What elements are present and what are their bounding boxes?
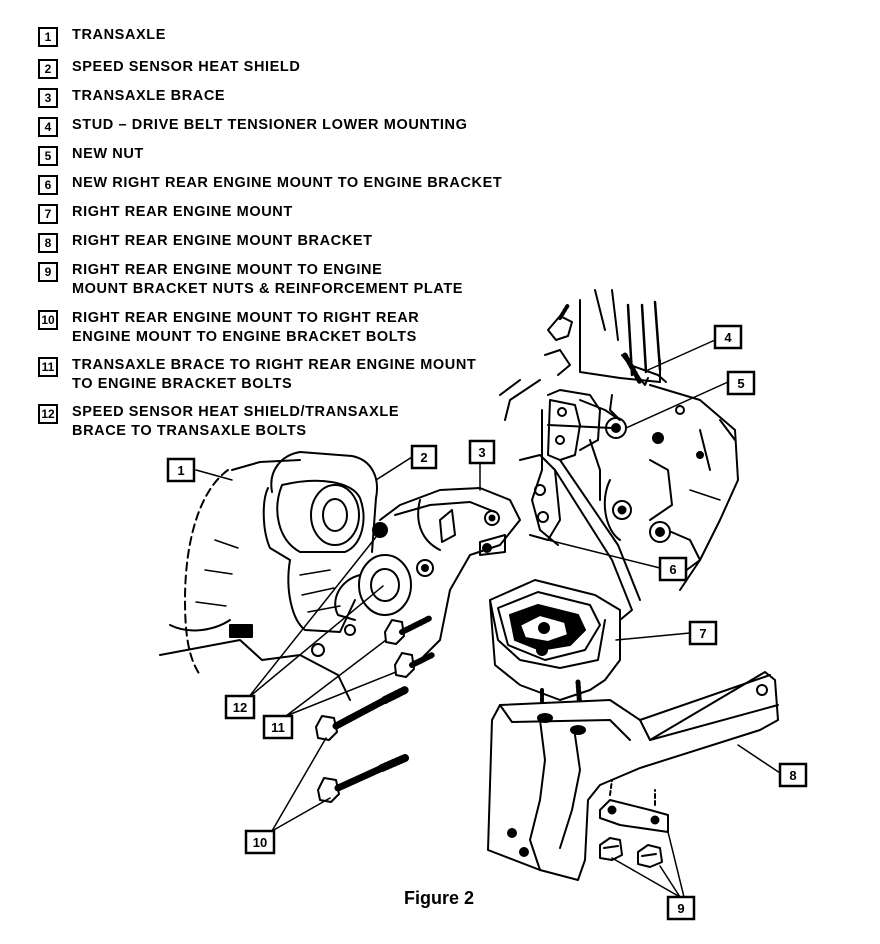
legend-label-9-line-2: MOUNT BRACKET NUTS & REINFORCEMENT PLATE (72, 281, 464, 297)
legend-label-11-line-2: TO ENGINE BRACKET BOLTS (72, 376, 293, 392)
engine-bolt-drawing (547, 303, 573, 341)
legend-label-4: STUD – DRIVE BELT TENSIONER LOWER MOUNTI… (72, 117, 468, 133)
legend-number-3: 3 (38, 88, 58, 108)
sensor-flange-drawing (311, 522, 434, 657)
mount-to-bracket-bolts-drawing (315, 686, 409, 803)
legend-item-3: 3 TRANSAXLE BRACE (38, 87, 225, 108)
leader-10 (271, 737, 331, 832)
legend-number-8: 8 (38, 233, 58, 253)
leader-12 (247, 531, 384, 699)
tensioner-stud-drawing (605, 352, 649, 439)
legend-item-7: 7 RIGHT REAR ENGINE MOUNT (38, 203, 293, 224)
legend-label-12-line-1: SPEED SENSOR HEAT SHIELD/TRANSAXLE (72, 404, 400, 420)
callout-2-label: 2 (420, 450, 427, 465)
legend-item-2: 2 SPEED SENSOR HEAT SHIELD (38, 58, 300, 79)
legend-label-10-line-1: RIGHT REAR ENGINE MOUNT TO RIGHT REAR (72, 310, 420, 326)
callout-7: 7 (688, 620, 718, 646)
legend-item-11: 11 TRANSAXLE BRACE TO RIGHT REAR ENGINE … (38, 356, 476, 394)
callout-2: 2 (410, 444, 438, 470)
legend-item-9: 9 RIGHT REAR ENGINE MOUNT TO ENGINE MOUN… (38, 261, 463, 299)
leader-8 (737, 744, 781, 774)
callout-6-label: 6 (669, 562, 676, 577)
callout-6: 6 (658, 556, 688, 582)
callout-4-label: 4 (724, 330, 732, 345)
figure-caption: Figure 2 (404, 888, 475, 908)
legend-label-10-line-2: ENGINE MOUNT TO ENGINE BRACKET BOLTS (72, 329, 417, 345)
legend-label-9-line-1: RIGHT REAR ENGINE MOUNT TO ENGINE (72, 262, 383, 278)
callout-10: 10 (244, 829, 276, 855)
speed-sensor-heat-shield-drawing (262, 451, 378, 633)
leader-6 (547, 539, 661, 569)
legend-number-12: 12 (38, 404, 58, 424)
legend-label-2: SPEED SENSOR HEAT SHIELD (72, 59, 301, 75)
legend-item-10: 10 RIGHT REAR ENGINE MOUNT TO RIGHT REAR… (38, 309, 419, 347)
legend-number-7: 7 (38, 204, 58, 224)
callout-11: 11 (262, 714, 294, 740)
legend-item-4: 4 STUD – DRIVE BELT TENSIONER LOWER MOUN… (38, 116, 468, 137)
legend-label-3: TRANSAXLE BRACE (72, 88, 226, 104)
legend-label-5: NEW NUT (72, 146, 144, 162)
legend-label-11-line-1: TRANSAXLE BRACE TO RIGHT REAR ENGINE MOU… (72, 357, 477, 373)
transaxle-brace-drawing (379, 487, 521, 661)
legend-label-12-line-2: BRACE TO TRANSAXLE BOLTS (72, 423, 307, 439)
legend-label-1: TRANSAXLE (72, 27, 167, 43)
leader-4 (647, 339, 716, 371)
callout-12: 12 (224, 694, 256, 720)
callout-4: 4 (713, 324, 743, 350)
legend-label-7: RIGHT REAR ENGINE MOUNT (72, 204, 293, 220)
callout-3: 3 (468, 439, 496, 465)
legend-item-5: 5 NEW NUT (38, 145, 144, 166)
legend-number-1: 1 (38, 27, 58, 47)
legend-item-1: 1 TRANSAXLE (38, 26, 166, 47)
legend-label-8: RIGHT REAR ENGINE MOUNT BRACKET (72, 233, 373, 249)
engine-mount-drawing (489, 579, 621, 714)
engine-block-drawing (499, 289, 739, 591)
leader-11 (285, 639, 397, 717)
mount-bracket-drawing (487, 671, 779, 881)
callout-8-label: 8 (789, 768, 796, 783)
callout-9: 9 (666, 895, 696, 921)
legend-number-9: 9 (38, 262, 58, 282)
legend-item-12: 12 SPEED SENSOR HEAT SHIELD/TRANSAXLE BR… (38, 403, 399, 441)
legend-number-5: 5 (38, 146, 58, 166)
callout-boxes: 1 2 3 4 5 6 7 (166, 324, 808, 921)
leader-2 (375, 456, 413, 481)
callout-5: 5 (726, 370, 756, 396)
legend-number-11: 11 (38, 357, 58, 377)
leader-1 (195, 469, 233, 481)
callout-3-label: 3 (478, 445, 485, 460)
callout-7-label: 7 (699, 626, 706, 641)
legend-number-2: 2 (38, 59, 58, 79)
callout-1-label: 1 (177, 463, 184, 478)
engine-bracket-drawing (519, 389, 641, 621)
reinforcement-plate-drawing (599, 779, 669, 868)
leader-lines (195, 339, 781, 898)
callout-5-label: 5 (737, 376, 744, 391)
legend-number-6: 6 (38, 175, 58, 195)
callout-8: 8 (778, 762, 808, 788)
callout-10-label: 10 (253, 835, 267, 850)
leader-9 (611, 831, 685, 898)
legend-label-6: NEW RIGHT REAR ENGINE MOUNT TO ENGINE BR… (72, 175, 503, 191)
transaxle-brace-bolts-drawing (384, 615, 435, 678)
legend-number-10: 10 (38, 310, 58, 330)
callout-11-label: 11 (271, 720, 285, 735)
leader-5 (625, 381, 729, 429)
callout-1: 1 (166, 457, 196, 483)
legend-item-8: 8 RIGHT REAR ENGINE MOUNT BRACKET (38, 232, 373, 253)
callout-12-label: 12 (233, 700, 247, 715)
legend-item-6: 6 NEW RIGHT REAR ENGINE MOUNT TO ENGINE … (38, 174, 502, 195)
callout-9-label: 9 (677, 901, 684, 916)
legend-number-4: 4 (38, 117, 58, 137)
leader-7 (615, 632, 691, 641)
